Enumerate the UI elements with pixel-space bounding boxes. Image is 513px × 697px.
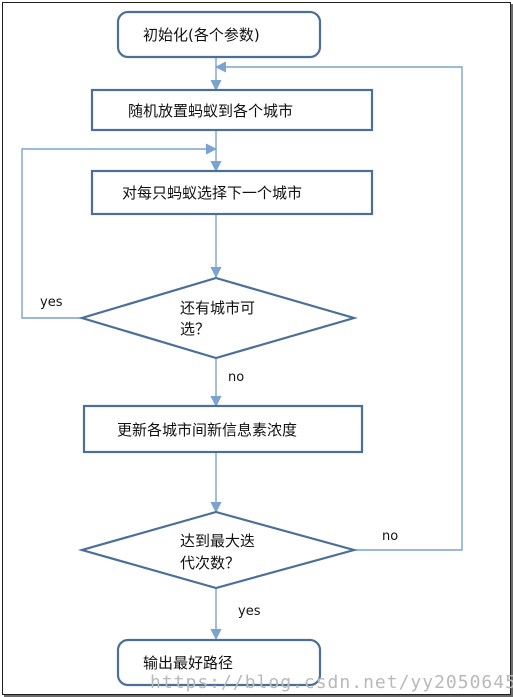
max-iter-decision bbox=[77, 510, 359, 590]
init-box bbox=[116, 10, 322, 59]
max-iter-label-2: 代次数？ bbox=[180, 554, 240, 572]
no-loop-label: no bbox=[382, 529, 398, 544]
watermark-text: https://blog.csdn.net/yy2050645 bbox=[150, 672, 513, 693]
yes-end-label: yes bbox=[238, 604, 261, 619]
update-pheromone-label: 更新各城市间新信息素浓度 bbox=[117, 421, 297, 439]
cities-left-label-1: 还有城市可 bbox=[180, 299, 255, 317]
select-next-box bbox=[90, 169, 374, 216]
random-place-label: 随机放置蚂蚁到各个城市 bbox=[128, 102, 293, 120]
cities-left-decision bbox=[78, 276, 358, 360]
init-label: 初始化(各个参数) bbox=[143, 26, 260, 44]
arrow-yes-loop bbox=[21, 143, 218, 319]
output-label: 输出最好路径 bbox=[143, 654, 233, 672]
select-next-label: 对每只蚂蚁选择下一个城市 bbox=[122, 184, 302, 202]
update-pheromone-box bbox=[82, 404, 364, 454]
output-box bbox=[116, 638, 322, 687]
yes-loop-label: yes bbox=[40, 295, 63, 310]
random-place-box bbox=[90, 88, 374, 132]
no-continue-label: no bbox=[228, 370, 244, 385]
cities-left-label-2: 选？ bbox=[180, 320, 210, 338]
arrow-no-loop bbox=[214, 61, 463, 551]
max-iter-label-1: 达到最大迭 bbox=[180, 532, 255, 550]
